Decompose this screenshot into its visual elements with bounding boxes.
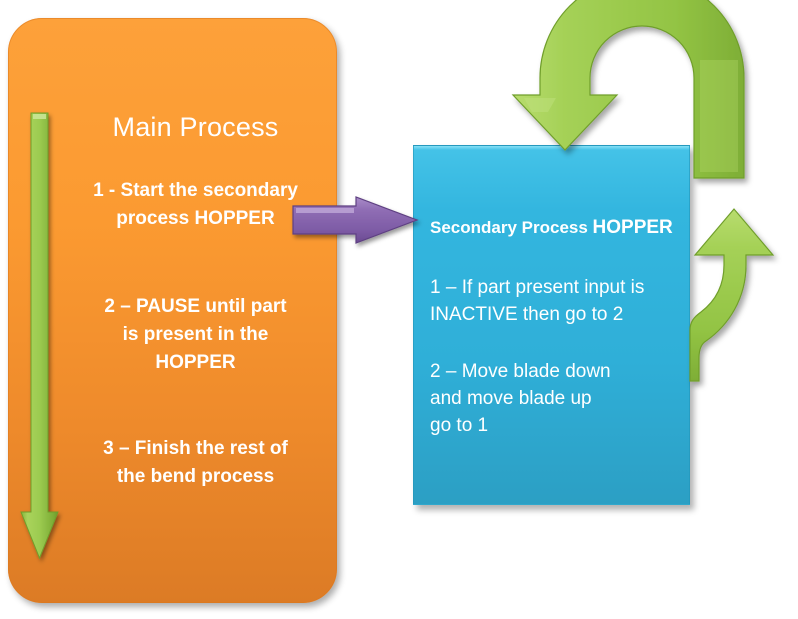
secondary-process-title-strong: HOPPER <box>592 217 673 238</box>
main-process-step-2: 2 – PAUSE until part is present in the H… <box>58 293 333 377</box>
secondary-process-title: Secondary Process HOPPER <box>430 217 673 239</box>
main-process-box[interactable]: Main Process 1 - Start the secondary pro… <box>8 18 337 603</box>
secondary-process-block-2-line-3: go to 1 <box>430 415 489 436</box>
green-loop-bottom-arrow-icon <box>689 208 775 382</box>
secondary-process-block-2: 2 – Move blade down and move blade up go… <box>430 358 680 439</box>
main-process-step-2-line-3: HOPPER <box>155 352 236 373</box>
secondary-process-block-1-line-1: 1 – If part present input is <box>430 277 645 298</box>
secondary-process-block-1-line-2: INACTIVE then go to 2 <box>430 304 624 325</box>
main-process-step-3-line-1: 3 – Finish the rest of <box>103 438 288 459</box>
secondary-process-title-normal: Secondary Process <box>430 218 593 237</box>
secondary-process-block-1: 1 – If part present input is INACTIVE th… <box>430 274 680 328</box>
main-process-step-3: 3 – Finish the rest of the bend process <box>58 435 333 491</box>
main-process-step-2-line-1: 2 – PAUSE until part <box>104 296 287 317</box>
main-process-step-1: 1 - Start the secondary process HOPPER <box>58 177 333 233</box>
main-process-step-2-line-2: is present in the <box>122 324 269 345</box>
main-process-step-3-line-2: the bend process <box>116 466 275 487</box>
secondary-process-box[interactable]: Secondary Process HOPPER 1 – If part pre… <box>413 145 690 505</box>
secondary-process-block-2-line-1: 2 – Move blade down <box>430 361 611 382</box>
main-process-content: Main Process 1 - Start the secondary pro… <box>58 18 333 603</box>
main-process-step-1-line-1: 1 - Start the secondary <box>93 180 298 201</box>
secondary-process-content: Secondary Process HOPPER 1 – If part pre… <box>430 146 688 504</box>
main-process-step-1-line-2: process HOPPER <box>116 208 275 229</box>
main-process-title: Main Process <box>112 112 279 142</box>
secondary-process-block-2-line-2: and move blade up <box>430 388 592 409</box>
